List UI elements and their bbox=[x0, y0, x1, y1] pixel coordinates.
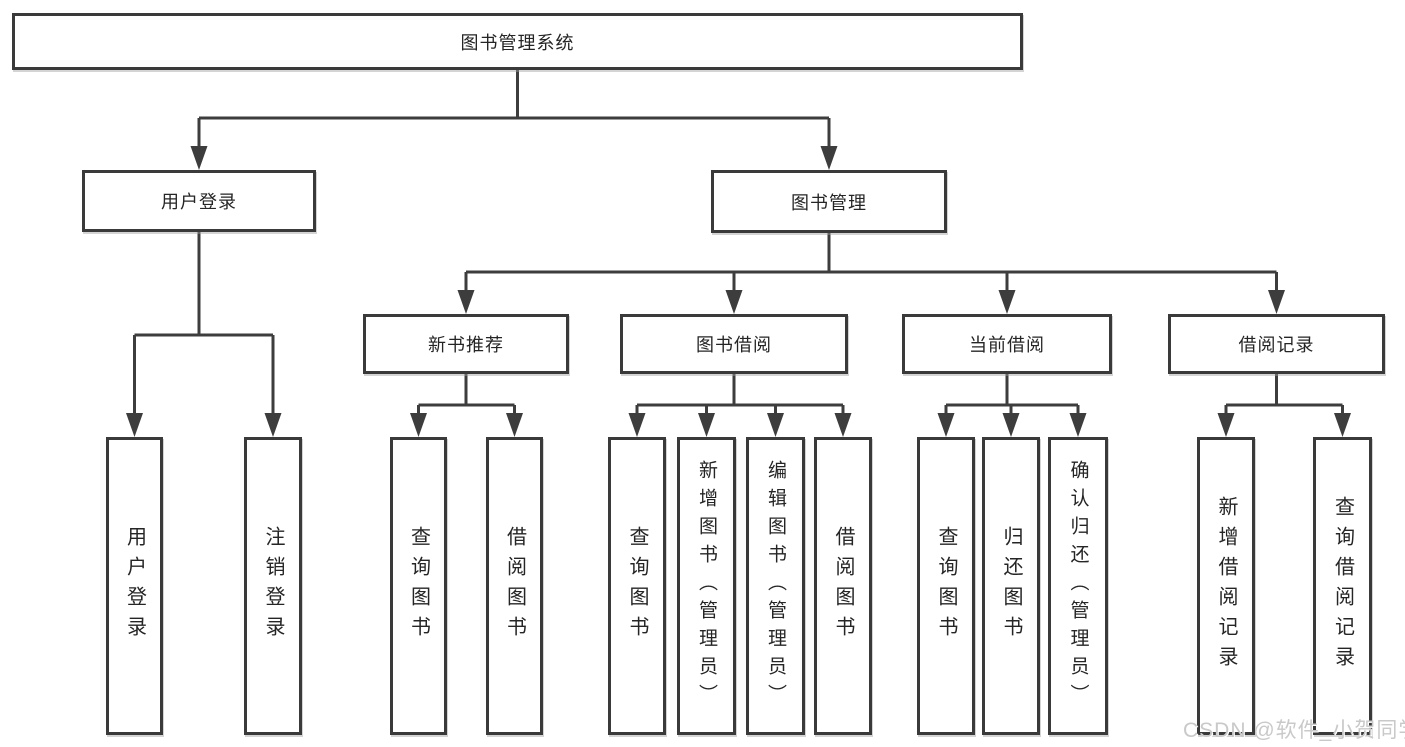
leaf-return-books: 归还图书 bbox=[982, 437, 1040, 735]
node-user-login: 用户登录 bbox=[82, 170, 316, 232]
leaf-query-borrow-record: 查询借阅记录 bbox=[1313, 437, 1372, 735]
leaf-add-borrow-record: 新增借阅记录 bbox=[1197, 437, 1255, 735]
leaf-logout: 注销登录 bbox=[244, 437, 302, 735]
leaf-recommend-borrow-books: 借阅图书 bbox=[486, 437, 543, 735]
node-new-book-recommend: 新书推荐 bbox=[363, 314, 569, 374]
leaf-recommend-query-books: 查询图书 bbox=[390, 437, 447, 735]
leaf-edit-books-admin: 编辑图书（管理员） bbox=[746, 437, 805, 735]
leaf-borrow-books: 借阅图书 bbox=[814, 437, 872, 735]
node-book-borrowing: 图书借阅 bbox=[620, 314, 848, 374]
node-root-system: 图书管理系统 bbox=[12, 13, 1023, 70]
leaf-borrowing-query-books: 查询图书 bbox=[608, 437, 666, 735]
leaf-add-books-admin: 新增图书（管理员） bbox=[677, 437, 736, 735]
node-borrowing-records: 借阅记录 bbox=[1168, 314, 1385, 374]
node-book-management: 图书管理 bbox=[711, 170, 947, 233]
leaf-confirm-return-admin: 确认归还（管理员） bbox=[1048, 437, 1108, 735]
node-current-borrowing: 当前借阅 bbox=[902, 314, 1112, 374]
leaf-user-login: 用户登录 bbox=[106, 437, 163, 735]
csdn-watermark: CSDN @软件_小贺同学 bbox=[1183, 719, 1405, 742]
leaf-current-query-books: 查询图书 bbox=[917, 437, 975, 735]
